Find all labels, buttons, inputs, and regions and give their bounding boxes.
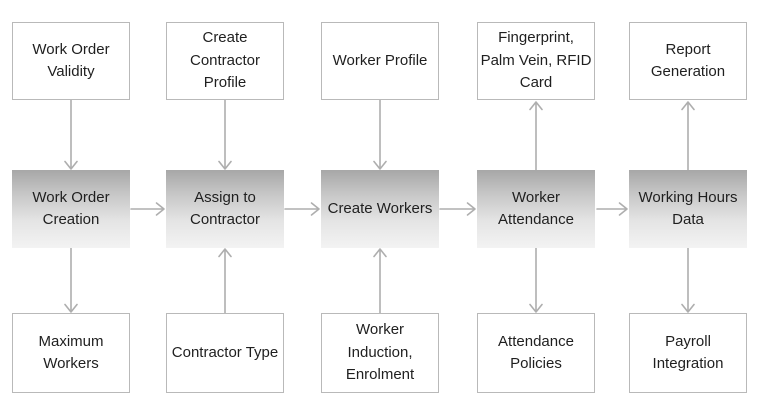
node-label: Attendance Policies [498, 332, 574, 373]
node-label: Work Order Validity [32, 40, 110, 81]
node-label: Work Order Creation [32, 188, 110, 229]
arrow-working-hours-to-payroll-down [681, 247, 695, 313]
node-label: Payroll Integration [652, 332, 724, 373]
node-working-hours-data: Working Hours Data [629, 170, 747, 248]
node-label: Working Hours Data [638, 188, 738, 229]
node-payroll-integration: Payroll Integration [629, 313, 747, 393]
node-label: Contractor Type [171, 343, 279, 361]
node-work-order-validity: Work Order Validity [12, 22, 130, 100]
arrow-creation-to-maximum-workers-down [64, 247, 78, 313]
node-fingerprint-palm-vein-rfid-card: Fingerprint, Palm Vein, RFID Card [477, 22, 595, 100]
node-worker-profile: Worker Profile [321, 22, 439, 100]
node-label: Report Generation [650, 40, 726, 81]
node-report-generation: Report Generation [629, 22, 747, 100]
arrow-contractor-profile-to-assign-down [218, 99, 232, 170]
node-label: Worker Profile [332, 51, 428, 69]
node-maximum-workers: Maximum Workers [12, 313, 130, 393]
node-label: Fingerprint, Palm Vein, RFID Card [480, 29, 592, 92]
node-work-order-creation: Work Order Creation [12, 170, 130, 248]
node-worker-induction-enrolment: Worker Induction, Enrolment [321, 313, 439, 393]
arrow-create-workers-to-attendance-right [439, 202, 476, 216]
node-attendance-policies: Attendance Policies [477, 313, 595, 393]
node-assign-to-contractor: Assign to Contractor [166, 170, 284, 248]
arrow-attendance-to-working-hours-right [596, 202, 628, 216]
arrow-assign-to-create-workers-right [284, 202, 320, 216]
node-create-contractor-profile: Create Contractor Profile [166, 22, 284, 100]
node-contractor-type: Contractor Type [166, 313, 284, 393]
arrow-induction-to-create-workers-up [373, 248, 387, 314]
arrow-attendance-to-policies-down [529, 247, 543, 313]
arrow-validity-to-creation-down [64, 99, 78, 170]
node-label: Worker Induction, Enrolment [345, 321, 415, 384]
node-create-workers: Create Workers [321, 170, 439, 248]
arrow-attendance-to-fingerprint-up [529, 101, 543, 171]
node-worker-attendance: Worker Attendance [477, 170, 595, 248]
node-label: Create Workers [327, 199, 433, 217]
node-label: Assign to Contractor [189, 188, 261, 229]
node-label: Worker Attendance [498, 188, 574, 229]
node-label: Maximum Workers [38, 332, 104, 373]
arrow-worker-profile-to-create-workers-down [373, 99, 387, 170]
arrow-creation-to-assign-right [130, 202, 165, 216]
node-label: Create Contractor Profile [189, 29, 261, 92]
arrow-working-hours-to-report-up [681, 101, 695, 171]
arrow-contractor-type-to-assign-up [218, 248, 232, 314]
